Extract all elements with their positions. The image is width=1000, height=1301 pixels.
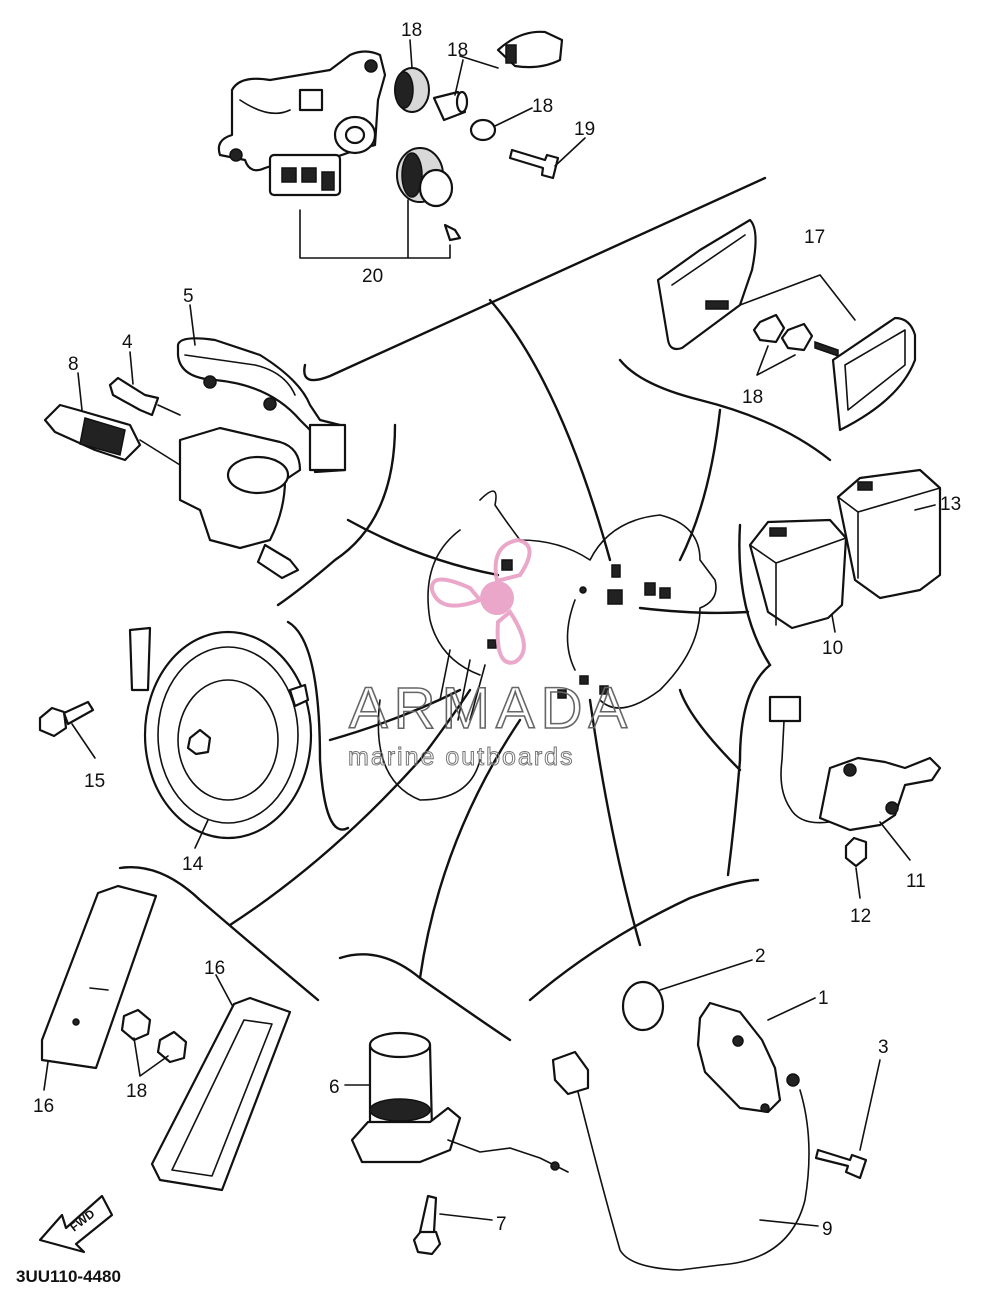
part-3-bolt: [814, 1148, 868, 1180]
callout-6: 6: [329, 1077, 340, 1098]
callout-4: 4: [122, 332, 133, 353]
part-4-sensor: [108, 376, 181, 417]
watermark: ARMADA marine outboards: [348, 537, 633, 772]
callout-12: 12: [850, 906, 871, 927]
callout-18-bottom: 18: [126, 1081, 147, 1102]
part-13-relay: [836, 468, 942, 600]
part-7-screw: [412, 1194, 442, 1256]
part-20-pin: [432, 30, 564, 122]
callout-10: 10: [822, 638, 843, 659]
part-9-lead: [551, 1050, 810, 1271]
watermark-propeller-logo: [429, 537, 532, 665]
callout-20: 18: [447, 40, 468, 61]
part-16-panel-right: [150, 996, 292, 1192]
drawing-code: 3UU110-4480: [16, 1267, 121, 1286]
part-22-bolt: [508, 148, 560, 180]
callout-labels: 18 18 18 19 20 17 18 5 4 8 13 10 15 14 1…: [33, 20, 961, 1240]
part-1-sender: [696, 1001, 800, 1114]
thermostat-housing: [178, 426, 302, 580]
callout-16-left: 16: [33, 1096, 54, 1117]
watermark-subtitle: marine outboards: [348, 743, 575, 771]
part-6-solenoid: [350, 1031, 569, 1173]
callout-14: 14: [182, 854, 204, 875]
part-14-horn: [128, 626, 313, 840]
part-2-oring: [621, 980, 665, 1032]
part-11-sensor: [768, 695, 942, 832]
callout-13: 13: [940, 494, 961, 515]
callout-8: 8: [68, 354, 79, 375]
callout-15: 15: [84, 771, 105, 792]
part-10-relay: [748, 518, 848, 630]
part-16-panel-left: [40, 884, 158, 1070]
fwd-arrow: FWD: [38, 1194, 114, 1254]
part-8-sensor: [43, 403, 181, 466]
callout-17: 17: [804, 227, 825, 248]
part-12-screw: [844, 836, 868, 868]
part-5-lead: [176, 337, 347, 474]
part-15-bolt: [38, 700, 95, 738]
leader-lines: [43, 39, 936, 1227]
callout-5: 5: [183, 286, 194, 307]
part-18-nuts-bottom: [120, 1008, 188, 1064]
engine-block-outline: [377, 490, 717, 801]
part-17-lamp: [656, 218, 917, 432]
callout-18-top: 18: [742, 387, 763, 408]
callout-3: 3: [878, 1037, 889, 1058]
watermark-title: ARMADA: [349, 676, 633, 741]
callout-7: 7: [496, 1214, 507, 1235]
callout-2: 2: [755, 946, 766, 967]
part-19-grommet: [394, 67, 430, 113]
part-18-nuts-top: [752, 313, 839, 376]
callout-21: 18: [532, 96, 553, 117]
part-21-circlip: [469, 118, 497, 142]
callout-1: 1: [818, 988, 829, 1009]
part-23-assembly: [217, 50, 462, 259]
callout-23: 20: [362, 266, 383, 287]
callout-16-right: 16: [204, 958, 225, 979]
callout-19: 18: [401, 20, 422, 41]
callout-9: 9: [822, 1219, 833, 1240]
callout-11: 11: [906, 871, 926, 892]
callout-22: 19: [574, 119, 595, 140]
